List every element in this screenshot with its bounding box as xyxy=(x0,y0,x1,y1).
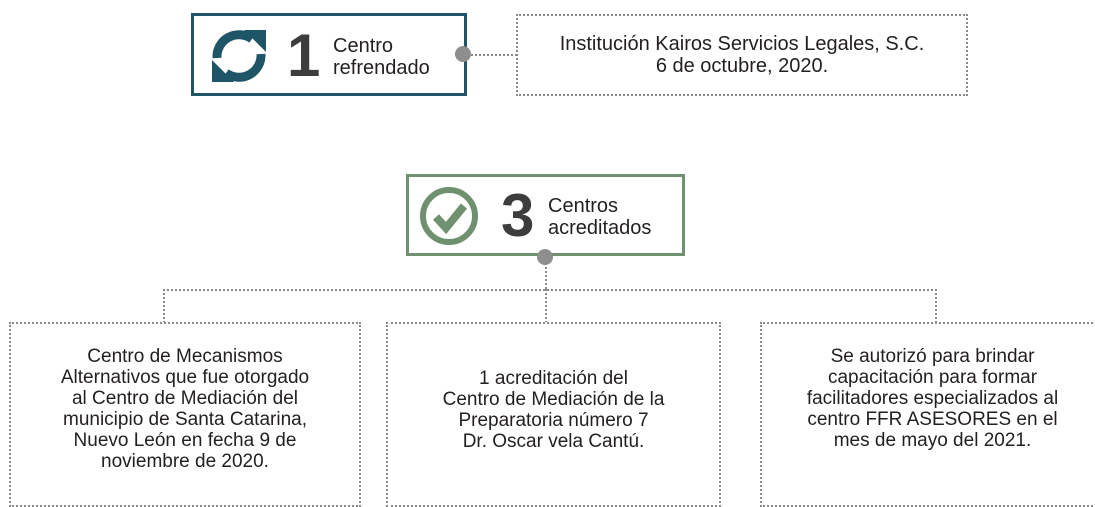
acreditados-connector-dot xyxy=(537,249,553,265)
refrendado-count: 1 xyxy=(287,22,321,89)
refrendado-detail-box: Institución Kairos Servicios Legales, S.… xyxy=(516,14,968,96)
acreditado-item-1-text: Centro de Mecanismos Alternativos que fu… xyxy=(60,346,310,472)
acreditado-item-2-text: 1 acreditación del Centro de Mediación d… xyxy=(442,368,665,452)
refrendado-detail-text: Institución Kairos Servicios Legales, S.… xyxy=(559,33,925,77)
refresh-icon xyxy=(212,30,266,82)
refrendado-label: Centro refrendado xyxy=(333,35,430,79)
acreditados-branch xyxy=(163,289,937,291)
refrendado-badge: 1 Centro refrendado xyxy=(191,13,467,96)
refrendado-connector-dot xyxy=(455,46,471,62)
acreditado-item-3: Se autorizó para brindar capacitación pa… xyxy=(760,322,1095,507)
acreditado-item-1: Centro de Mecanismos Alternativos que fu… xyxy=(9,322,361,507)
acreditados-stem xyxy=(545,262,547,289)
acreditados-count: 3 xyxy=(501,182,535,249)
branch-right-drop xyxy=(935,289,937,323)
acreditado-item-3-text: Se autorizó para brindar capacitación pa… xyxy=(806,346,1059,451)
check-circle-icon xyxy=(420,187,478,245)
refrendado-connector xyxy=(467,54,517,56)
acreditados-badge: 3 Centros acreditados xyxy=(406,174,685,256)
branch-left-drop xyxy=(163,289,165,323)
branch-center-drop xyxy=(545,289,547,323)
acreditado-item-2: 1 acreditación del Centro de Mediación d… xyxy=(386,322,721,507)
acreditados-label: Centros acreditados xyxy=(548,195,652,239)
